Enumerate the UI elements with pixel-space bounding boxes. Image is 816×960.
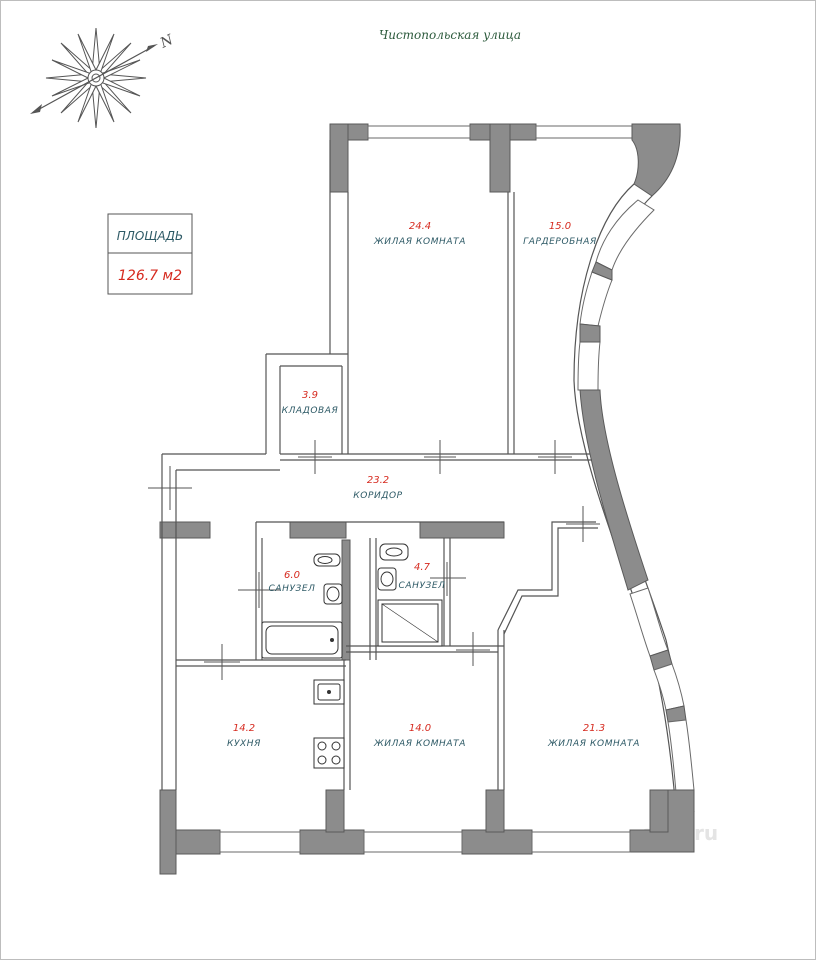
room-area-living-1: 24.4 — [409, 221, 431, 232]
area-legend: ПЛОЩАДЬ 126.7 м2 — [107, 213, 193, 295]
walls — [159, 123, 695, 875]
bathtub-icon — [261, 621, 343, 659]
room-area-bath-1: 6.0 — [284, 570, 300, 581]
room-area-wardrobe: 15.0 — [549, 221, 571, 232]
room-name-storage: КЛАДОВАЯ — [282, 406, 339, 416]
room-area-kitchen: 14.2 — [233, 723, 255, 734]
legend-value: 126.7 м2 — [118, 268, 182, 284]
room-name-kitchen: КУХНЯ — [227, 739, 261, 749]
room-name-living-1: ЖИЛАЯ КОМНАТА — [373, 237, 466, 247]
room-area-living-3: 21.3 — [583, 723, 605, 734]
room-name-wardrobe: ГАРДЕРОБНАЯ — [523, 237, 597, 247]
room-area-bath-2: 4.7 — [414, 562, 431, 573]
shower-tray-icon — [377, 599, 443, 647]
sink-icon — [377, 567, 397, 591]
doors — [148, 440, 600, 680]
sink-icon — [323, 583, 343, 605]
room-name-living-2: ЖИЛАЯ КОМНАТА — [373, 739, 466, 749]
compass-rose-icon — [30, 27, 158, 129]
room-name-bath-2: САНУЗЕЛ — [398, 581, 445, 591]
toilet-icon — [379, 543, 409, 561]
compass-north-letter: N — [157, 32, 176, 52]
toilet-icon — [313, 553, 341, 567]
room-name-bath-1: САНУЗЕЛ — [268, 584, 315, 594]
stove-icon — [313, 737, 345, 769]
room-name-corridor: КОРИДОР — [353, 491, 402, 501]
street-label: Чистопольская улица — [379, 28, 521, 42]
kitchen-sink-icon — [313, 679, 345, 705]
legend-label: ПЛОЩАДЬ — [117, 229, 183, 243]
room-area-corridor: 23.2 — [367, 475, 389, 486]
room-name-living-3: ЖИЛАЯ КОМНАТА — [547, 739, 640, 749]
room-area-storage: 3.9 — [302, 390, 318, 401]
room-area-living-2: 14.0 — [409, 723, 431, 734]
